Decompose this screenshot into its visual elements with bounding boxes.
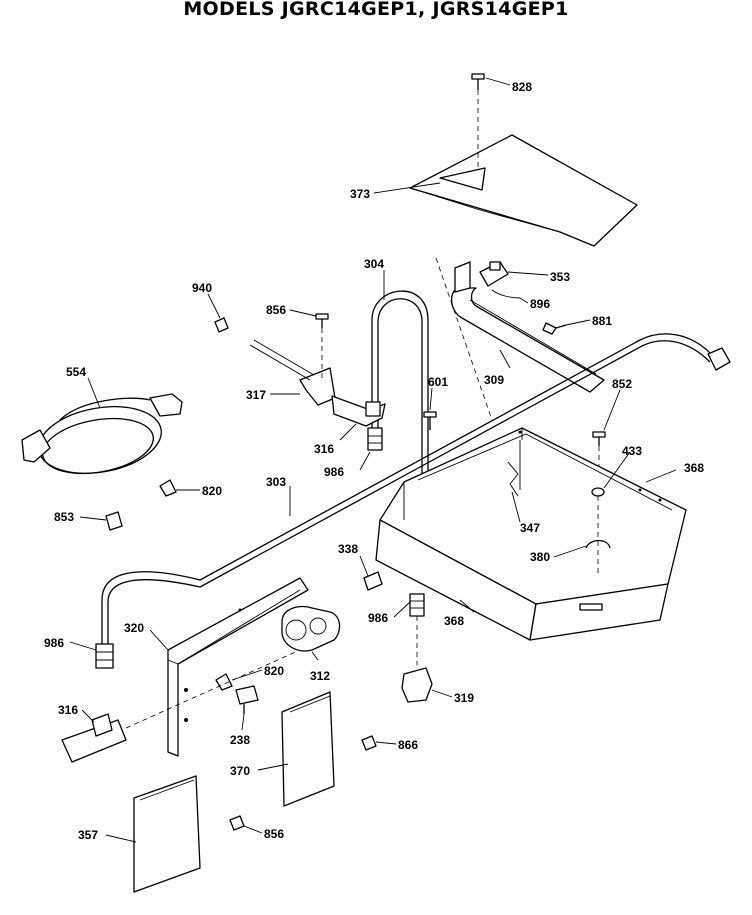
fitting-986-center (409, 593, 425, 665)
callout-368-upper: 368 (684, 461, 704, 475)
cover-370 (281, 691, 335, 807)
screw-601 (423, 411, 437, 430)
deflector-plate-373 (409, 134, 638, 247)
callout-896: 896 (530, 297, 550, 311)
burner-box-368 (375, 427, 687, 641)
screw-820-lower (215, 673, 233, 691)
switch-238 (235, 685, 259, 714)
callout-856-lower: 856 (264, 827, 284, 841)
callout-820-lower: 820 (264, 664, 284, 678)
callout-309: 309 (484, 373, 504, 387)
callout-866: 866 (398, 738, 418, 752)
screw-856-upper (315, 313, 329, 380)
screw-856-lower (229, 815, 245, 831)
callout-320: 320 (124, 621, 144, 635)
callout-316-lower: 316 (58, 703, 78, 717)
callout-554: 554 (66, 365, 86, 379)
callout-820-upper: 820 (202, 484, 222, 498)
page-title: MODELS JGRC14GEP1, JGRS14GEP1 (183, 0, 569, 20)
leader-lines (69, 77, 677, 843)
screw-866 (361, 735, 377, 751)
callout-368-lower: 368 (444, 614, 464, 628)
clip-896 (491, 289, 521, 299)
screw-820-upper (159, 479, 177, 497)
callout-940: 940 (192, 281, 212, 295)
callout-304: 304 (364, 257, 384, 271)
callout-353: 353 (550, 270, 570, 284)
callout-601: 601 (428, 375, 448, 389)
grommet-433 (591, 487, 605, 497)
callout-317: 317 (246, 388, 266, 402)
power-cord-554 (21, 393, 183, 475)
regulator-312 (281, 605, 341, 652)
callout-labels: 828 373 353 896 881 304 940 856 317 316 … (44, 80, 704, 842)
callout-853: 853 (54, 510, 74, 524)
callout-852: 852 (612, 377, 632, 391)
igniter-353 (479, 261, 509, 287)
callout-357: 357 (78, 828, 98, 842)
burner-309 (435, 257, 605, 421)
thermocouple-316-upper (331, 395, 386, 451)
callout-312: 312 (310, 669, 330, 683)
callout-347: 347 (520, 521, 540, 535)
callout-238: 238 (230, 733, 250, 747)
nut-940 (214, 317, 229, 333)
manifold-bracket-320 (167, 577, 309, 757)
thermostat-316-lower (61, 649, 301, 763)
pilot-tube-304 (371, 290, 429, 490)
callout-986-left: 986 (44, 636, 64, 650)
callout-986-upper: 986 (324, 465, 344, 479)
screw-881 (542, 322, 567, 335)
panel-357 (133, 775, 201, 893)
callout-433: 433 (622, 444, 642, 458)
callout-828: 828 (512, 80, 532, 94)
callout-303: 303 (266, 475, 286, 489)
callout-319: 319 (454, 691, 474, 705)
fitting-338 (363, 571, 383, 591)
valve-319 (401, 667, 433, 703)
callout-881: 881 (592, 314, 612, 328)
callout-338: 338 (338, 542, 358, 556)
gas-tube-303 (95, 333, 731, 669)
callout-986-center: 986 (368, 611, 388, 625)
callout-316-upper: 316 (314, 442, 334, 456)
screw-828 (471, 73, 485, 170)
grommet-853 (105, 511, 123, 531)
callout-856-upper: 856 (266, 303, 286, 317)
clip-380 (585, 496, 611, 575)
callout-370: 370 (230, 764, 250, 778)
callout-373: 373 (350, 187, 370, 201)
callout-380: 380 (530, 550, 550, 564)
bracket-317 (249, 339, 336, 406)
